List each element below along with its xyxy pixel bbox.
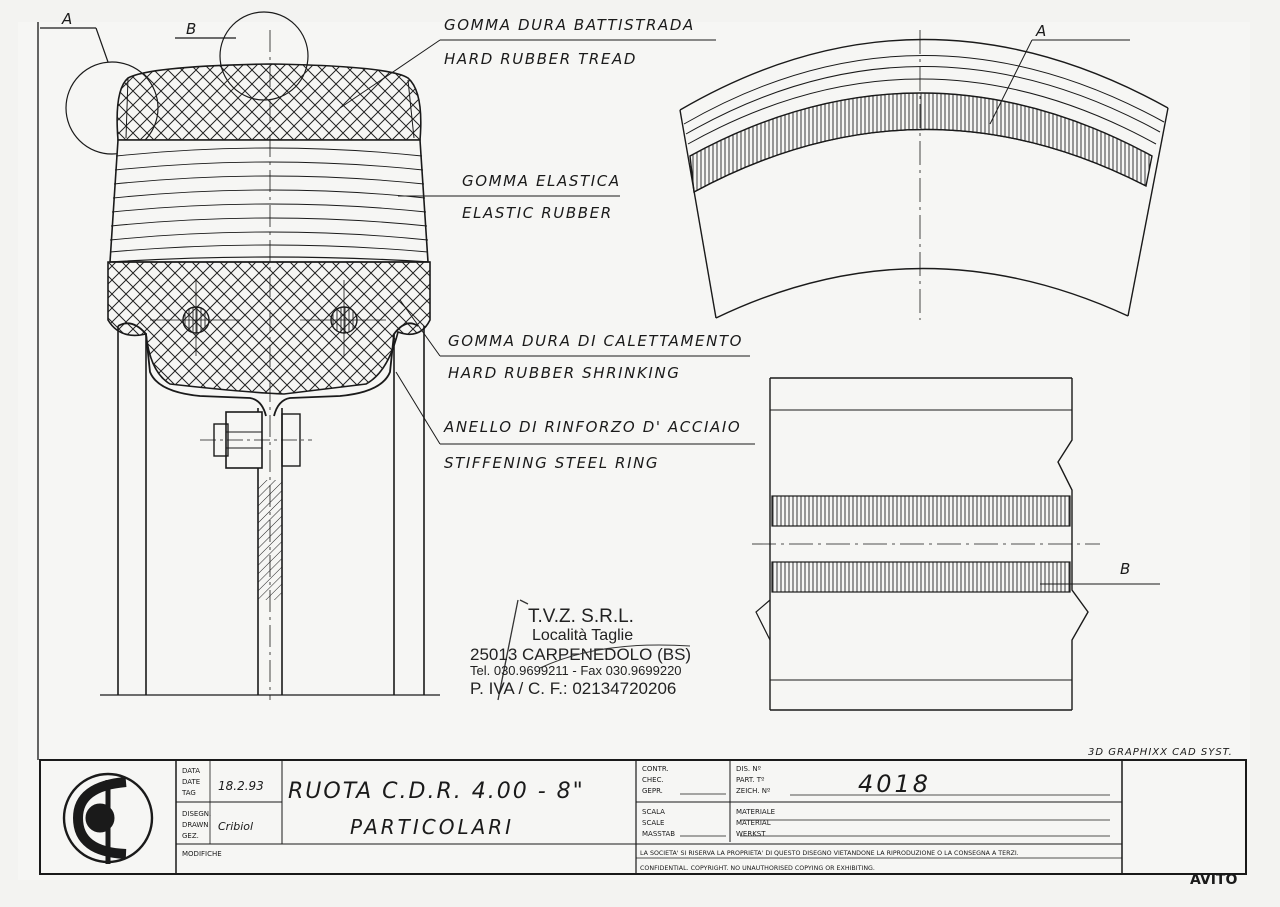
tb-drawn-label-en: DRAWN (182, 821, 209, 829)
watermark: AVITO (1190, 872, 1237, 888)
cad-note: 3D GRAPHIXX CAD SYST. (1088, 747, 1233, 758)
detail-b-band-upper (771, 495, 1071, 527)
tb-modifiche: MODIFICHE (182, 850, 222, 858)
title-block-text: DATA DATE TAG 18.2.93 DISEGN. DRAWN GEZ.… (181, 765, 1019, 872)
tb-title-line2: PARTICOLARI (350, 815, 514, 839)
tb-scale-label-it: SCALA (642, 808, 665, 816)
stamp-company: T.V.Z. S.R.L. (528, 606, 634, 627)
tb-title-line1: RUOTA C.D.R. 4.00 - 8" (288, 779, 585, 804)
tb-notice-en: CONFIDENTIAL. COPYRIGHT. NO UNAUTHORISED… (640, 865, 875, 872)
label-tread-it: GOMMA DURA BATTISTRADA (444, 16, 695, 34)
stamp-phone: Tel. 030.9699211 - Fax 030.9699220 (470, 663, 682, 678)
label-shrink-it: GOMMA DURA DI CALETTAMENTO (448, 332, 743, 350)
label-a-detail: A (1035, 22, 1048, 40)
tb-check-label-it: CONTR. (642, 765, 669, 773)
label-ring-it: ANELLO DI RINFORZO D' ACCIAIO (443, 418, 741, 436)
wheel-cross-section (40, 11, 755, 700)
tb-dis-label-en: PART. Tº (736, 776, 764, 784)
company-logo-icon (62, 772, 154, 864)
label-ring-en: STIFFENING STEEL RING (444, 454, 659, 472)
tb-date-label-it: DATA (182, 767, 200, 775)
detail-b-band-lower (771, 561, 1071, 593)
label-a-top: A (61, 10, 74, 28)
tb-drawn-value: Cribiol (218, 820, 253, 833)
label-tread-en: HARD RUBBER TREAD (444, 50, 637, 68)
stamp-locality: Località Taglie (532, 627, 633, 644)
tb-notice-it: LA SOCIETA' SI RISERVA LA PROPRIETA' DI … (640, 850, 1019, 857)
tb-date-label-de: TAG (181, 789, 196, 797)
tb-date-value: 18.2.93 (218, 779, 264, 793)
title-block (39, 759, 1247, 875)
tb-check-label-de: GEPR. (642, 787, 663, 795)
tb-check-label-en: CHEC. (642, 776, 664, 784)
label-b-detail: B (1120, 560, 1132, 578)
detail-a-arc-view (679, 30, 1169, 320)
tb-material-label-de: WERKST (736, 830, 766, 838)
label-b-top: B (186, 20, 198, 38)
hard-rubber-tread (116, 63, 422, 141)
tb-scale-label-en: SCALE (642, 819, 664, 827)
tb-drawn-label-it: DISEGN. (182, 810, 211, 818)
tb-scale-label-de: MASSTAB (642, 830, 675, 838)
label-shrink-en: HARD RUBBER SHRINKING (448, 364, 681, 382)
tb-material-label-en: MATERIAL (736, 819, 771, 827)
stamp-vat: P. IVA / C. F.: 02134720206 (470, 679, 676, 698)
label-elastic-it: GOMMA ELASTICA (462, 172, 621, 190)
elastic-rubber (109, 139, 429, 263)
tb-dis-label-it: DIS. Nº (736, 765, 761, 773)
label-elastic-en: ELASTIC RUBBER (462, 204, 613, 222)
tb-drawing-number: 4018 (858, 770, 931, 798)
tb-drawn-label-de: GEZ. (182, 832, 199, 840)
tb-date-label-en: DATE (182, 778, 200, 786)
detail-b-section-view (752, 377, 1160, 711)
tb-material-label-it: MATERIALE (736, 808, 775, 816)
company-stamp: T.V.Z. S.R.L. Località Taglie 25013 CARP… (470, 599, 691, 701)
stamp-city: 25013 CARPENEDOLO (BS) (470, 645, 691, 664)
tb-dis-label-de: ZEICH. Nº (736, 787, 770, 795)
